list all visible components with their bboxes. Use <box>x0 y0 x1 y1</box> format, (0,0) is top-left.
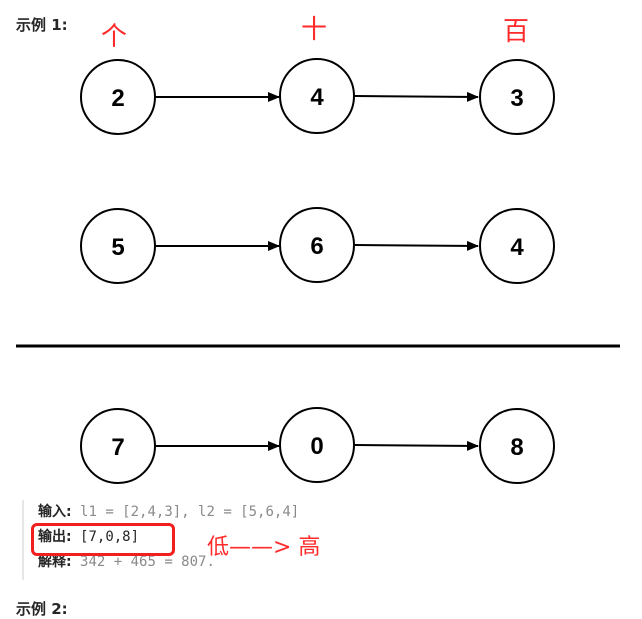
l2-node-1: 5 <box>80 208 156 284</box>
output-label: 输出: <box>38 529 72 545</box>
result-node-3: 8 <box>479 408 555 484</box>
l2-arrow-2 <box>354 240 479 251</box>
hundreds-place-annotation: 百 <box>503 17 530 47</box>
l1-node-1-value: 2 <box>111 85 124 112</box>
explanation-line: 解释: 342 + 465 = 807. <box>38 550 418 575</box>
output-highlight-box <box>31 523 175 556</box>
result-node-1-value: 7 <box>111 434 124 461</box>
list-l1-row: 2 4 3 <box>80 58 555 135</box>
l1-node-2: 4 <box>279 58 355 134</box>
explanation-label: 解释: <box>38 554 72 570</box>
input-value: l1 = [2,4,3], l2 = [5,6,4] <box>71 504 300 520</box>
output-line: 输出: [7,0,8] <box>38 525 418 550</box>
list-result-row: 7 0 8 <box>80 407 555 484</box>
l2-node-2: 6 <box>279 207 355 283</box>
next-example-title: 示例 2: <box>16 600 68 618</box>
input-label: 输入: <box>38 504 72 520</box>
l1-node-3: 3 <box>479 59 555 135</box>
result-node-1: 7 <box>80 408 156 484</box>
input-line: 输入: l1 = [2,4,3], l2 = [5,6,4] <box>38 500 418 525</box>
l1-node-1: 2 <box>80 59 156 135</box>
result-node-2: 0 <box>279 407 355 483</box>
linked-list-diagram: 2 4 3 5 6 4 7 <box>16 58 620 484</box>
tens-place-annotation: 十 <box>301 15 328 45</box>
ones-place-annotation: 个 <box>101 22 128 52</box>
l2-node-1-value: 5 <box>111 234 124 261</box>
l2-node-3-value: 4 <box>510 234 524 261</box>
output-value: [7,0,8] <box>71 529 140 545</box>
result-node-3-value: 8 <box>510 434 523 461</box>
l1-arrow-2 <box>354 91 479 102</box>
list-l2-row: 5 6 4 <box>80 207 555 284</box>
l1-node-2-value: 4 <box>310 84 324 111</box>
result-node-2-value: 0 <box>310 433 323 460</box>
l1-node-3-value: 3 <box>510 85 523 112</box>
l2-node-2-value: 6 <box>310 233 323 260</box>
low-to-high-annotation: 低——> 高 <box>207 535 321 560</box>
l2-node-3: 4 <box>479 208 555 284</box>
example-title: 示例 1: <box>16 16 68 34</box>
explanation-value: 342 + 465 = 807. <box>71 554 215 570</box>
example-code-block: 输入: l1 = [2,4,3], l2 = [5,6,4] 输出: [7,0,… <box>22 500 418 580</box>
result-arrow-2 <box>354 440 479 451</box>
